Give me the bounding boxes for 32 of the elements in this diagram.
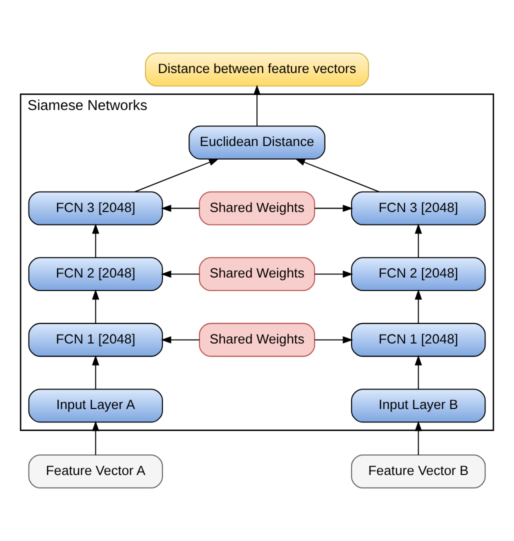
- arrow: [92, 355, 100, 390]
- arrow: [314, 270, 354, 278]
- node-box: Feature Vector A: [28, 454, 163, 488]
- node-box: FCN 2 [2048]: [351, 257, 486, 292]
- arrow: [294, 158, 380, 192]
- arrow: [253, 84, 261, 126]
- arrow: [314, 336, 354, 344]
- node-box: Feature Vector B: [351, 454, 486, 488]
- node-box: FCN 1 [2048]: [351, 322, 486, 357]
- arrow: [414, 420, 422, 455]
- node-box: Input Layer B: [351, 388, 486, 423]
- node-box: FCN 2 [2048]: [28, 257, 163, 292]
- node-box: FCN 1 [2048]: [28, 322, 163, 357]
- arrow: [92, 224, 100, 258]
- node-box: FCN 3 [2048]: [28, 191, 163, 226]
- arrow: [160, 270, 200, 278]
- arrow: [92, 289, 100, 324]
- node-box: Input Layer A: [28, 388, 163, 423]
- arrow: [314, 204, 354, 212]
- node-box: FCN 3 [2048]: [351, 191, 486, 226]
- node-box: Shared Weights: [198, 191, 316, 226]
- arrow: [414, 224, 422, 258]
- node-box: Distance between feature vectors: [144, 52, 370, 87]
- arrow: [414, 355, 422, 390]
- arrow: [414, 289, 422, 324]
- node-box: Euclidean Distance: [188, 126, 326, 160]
- node-box: Shared Weights: [198, 257, 316, 292]
- arrow: [92, 420, 100, 455]
- arrow: [160, 204, 200, 212]
- node-box: Shared Weights: [198, 322, 316, 357]
- arrow: [160, 336, 200, 344]
- arrow: [134, 158, 220, 192]
